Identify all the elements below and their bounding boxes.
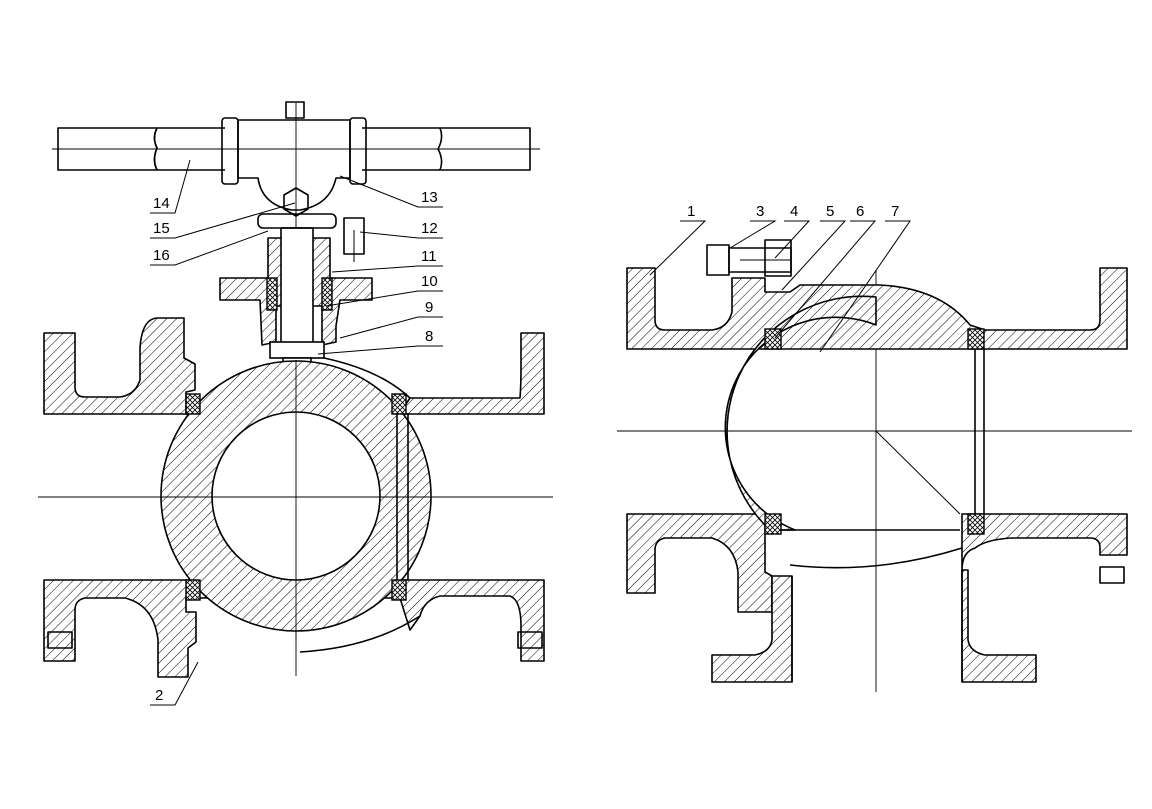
l-port-ball-lower — [770, 529, 963, 569]
callout-16: 16 — [153, 247, 170, 264]
leader-11 — [331, 265, 443, 273]
right-seal-bottom-left — [764, 513, 782, 535]
callout-4: 4 — [790, 203, 798, 220]
handle-bar-mid-right — [362, 127, 440, 171]
right-seal-bottom-right — [967, 513, 985, 535]
seat-seal-top-right — [391, 393, 407, 415]
bottom-outlet-right — [961, 569, 1037, 683]
seat-seal-bottom-right — [391, 579, 407, 601]
body-bolt-head — [706, 244, 730, 276]
valve-stem — [280, 227, 314, 351]
leader-15 — [150, 202, 296, 239]
leader-14 — [150, 159, 191, 214]
callout-10: 10 — [421, 273, 438, 290]
flange-bolt-left-bottom — [47, 631, 73, 649]
left-section-view: 14 15 16 13 12 11 10 9 8 2 — [38, 101, 553, 706]
callout-9: 9 — [425, 299, 433, 316]
handle-bar-right — [437, 127, 531, 171]
right-seal-top-left — [764, 328, 782, 350]
leader-3 — [729, 220, 777, 249]
leader-1 — [649, 220, 707, 276]
callout-12: 12 — [421, 220, 438, 237]
body-bulge-bottom — [299, 615, 421, 653]
seat-seal-bottom-left — [185, 579, 201, 601]
callout-14: 14 — [153, 195, 170, 212]
leader-10 — [325, 290, 443, 307]
handle-bar-mid-left — [153, 127, 225, 171]
leader-6 — [774, 220, 877, 339]
callout-2: 2 — [155, 687, 163, 704]
handle-hub — [237, 119, 351, 211]
leader-5 — [781, 220, 847, 291]
callout-15: 15 — [153, 220, 170, 237]
right-upper-body-wall — [626, 267, 1128, 350]
callout-7: 7 — [891, 203, 899, 220]
seat-seal-top-left — [185, 393, 201, 415]
stem-nut — [283, 187, 309, 217]
leader-9 — [339, 316, 443, 339]
body-bulge-top — [323, 357, 411, 399]
leader-4 — [774, 220, 811, 259]
leader-13 — [339, 175, 443, 208]
packing-right — [321, 277, 333, 311]
flange-bolt-right-bottom — [517, 631, 543, 649]
callout-3: 3 — [756, 203, 764, 220]
handle-top-bolt — [285, 101, 305, 119]
bottom-outlet-left — [711, 575, 793, 683]
callout-13: 13 — [421, 189, 438, 206]
leader-16 — [150, 230, 269, 266]
right-seal-top-right — [967, 328, 985, 350]
callout-1: 1 — [687, 203, 695, 220]
packing-left — [266, 277, 278, 311]
callout-8: 8 — [425, 328, 433, 345]
upper-body-wall — [43, 317, 545, 415]
body-nut — [764, 239, 792, 277]
stem-collar — [269, 341, 325, 359]
callout-6: 6 — [856, 203, 864, 220]
leader-7 — [819, 220, 911, 353]
leader-8 — [317, 345, 443, 355]
leader-12 — [359, 231, 443, 239]
lower-body-wall — [43, 579, 545, 678]
right-section-view: 1 3 4 5 6 7 — [617, 203, 1132, 692]
right-flange-bolt-bottom — [1099, 566, 1125, 584]
stop-washer — [257, 213, 337, 229]
l-port-diagonal — [875, 430, 961, 515]
right-lower-body-wall-r — [961, 513, 1128, 571]
leader-2 — [150, 661, 199, 706]
callout-11: 11 — [421, 248, 437, 265]
right-lower-body-wall — [626, 513, 773, 613]
callout-5: 5 — [826, 203, 834, 220]
